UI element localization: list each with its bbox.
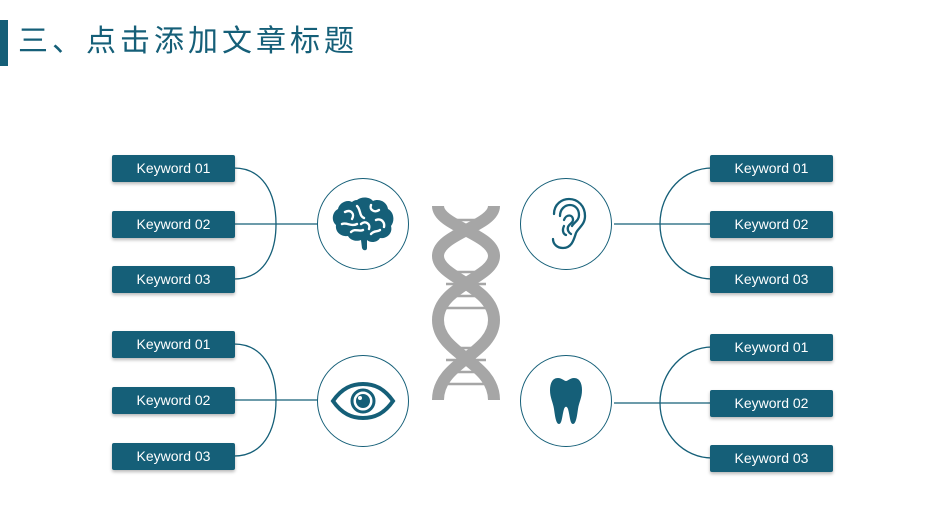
connector-tooth-1 — [659, 346, 713, 404]
ear-circle — [520, 178, 612, 270]
dna-strands — [431, 204, 501, 401]
eye-circle — [317, 355, 409, 447]
connector-eye-3 — [233, 399, 277, 457]
tooth-icon — [550, 378, 582, 424]
page-title: 三、点击添加文章标题 — [18, 24, 358, 59]
keyword-brain-2[interactable]: Keyword 02 — [112, 211, 235, 238]
keyword-ear-1[interactable]: Keyword 01 — [710, 155, 833, 182]
keyword-tooth-2[interactable]: Keyword 02 — [710, 390, 833, 417]
keyword-tooth-1[interactable]: Keyword 01 — [710, 334, 833, 361]
keyword-ear-2[interactable]: Keyword 02 — [710, 211, 833, 238]
keyword-brain-3[interactable]: Keyword 03 — [112, 266, 235, 293]
connector-eye-1 — [233, 343, 277, 401]
eye-icon — [330, 381, 396, 421]
keyword-eye-1[interactable]: Keyword 01 — [112, 331, 235, 358]
connector-ear-3 — [659, 223, 713, 280]
ear-icon — [551, 197, 587, 250]
keyword-eye-2[interactable]: Keyword 02 — [112, 387, 235, 414]
connector-brain-1 — [233, 167, 277, 225]
keyword-brain-1[interactable]: Keyword 01 — [112, 155, 235, 182]
brain-circle — [317, 178, 409, 270]
tooth-circle — [520, 355, 612, 447]
dna-icon — [431, 204, 501, 401]
connector-tooth-3 — [659, 402, 713, 459]
connectors — [233, 167, 713, 459]
title-accent-bar — [0, 20, 8, 66]
keyword-tooth-3[interactable]: Keyword 03 — [710, 445, 833, 472]
connector-ear-1 — [659, 167, 713, 225]
connector-brain-3 — [233, 223, 277, 280]
brain-icon — [332, 197, 394, 251]
keyword-eye-3[interactable]: Keyword 03 — [112, 443, 235, 470]
keyword-ear-3[interactable]: Keyword 03 — [710, 266, 833, 293]
